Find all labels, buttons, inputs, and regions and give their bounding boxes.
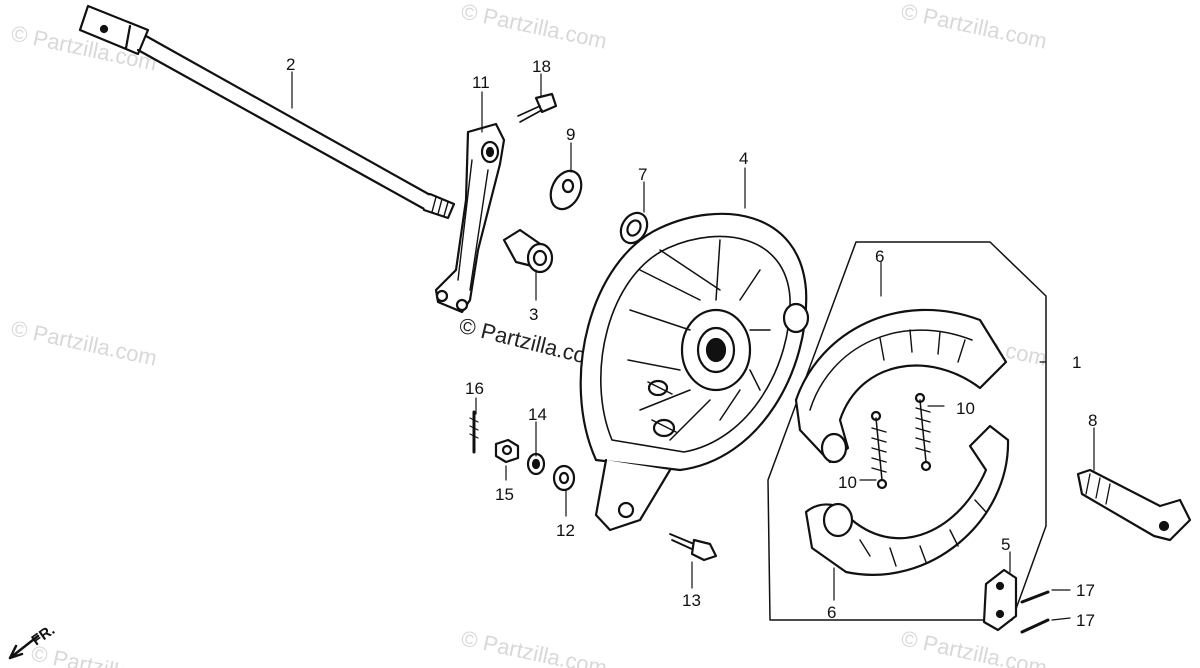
- collar-3-part[interactable]: [502, 228, 554, 274]
- brake-shoe-upper-part[interactable]: [794, 308, 1008, 464]
- callout-3: 3: [529, 305, 538, 324]
- callout-7: 7: [638, 165, 647, 184]
- pin-16-part[interactable]: [469, 410, 479, 454]
- callout-8: 8: [1088, 411, 1097, 430]
- callout-5: 5: [1001, 535, 1010, 554]
- callout-1: 1: [1072, 353, 1081, 372]
- plate-5-part[interactable]: [982, 568, 1018, 632]
- callout-15: 15: [495, 485, 514, 504]
- washer-14-part[interactable]: [526, 452, 546, 476]
- watermark-3: © Partzilla.com: [899, 0, 1049, 54]
- spring-10-upper-part[interactable]: [914, 392, 932, 472]
- callout-16: 16: [465, 379, 484, 398]
- nut-15-part[interactable]: [494, 438, 520, 464]
- watermark-4: © Partzilla.com: [9, 315, 159, 370]
- watermark-2: © Partzilla.com: [459, 0, 609, 54]
- callout-17-lower: 17: [1076, 611, 1095, 630]
- brake-rod-part[interactable]: [78, 4, 456, 220]
- pin-17-lower-part[interactable]: [1020, 618, 1050, 634]
- shoe-assembly-outline: [767, 241, 1047, 621]
- callout-13: 13: [682, 591, 701, 610]
- brake-cam-8-part[interactable]: [1076, 468, 1192, 542]
- seal-7-part[interactable]: [616, 208, 653, 248]
- callout-4: 4: [739, 149, 748, 168]
- callout-17-upper: 17: [1076, 581, 1095, 600]
- watermark-6: © Partzilla.com: [459, 625, 609, 668]
- callout-10-upper: 10: [956, 399, 975, 418]
- callout-12: 12: [556, 521, 575, 540]
- callout-9: 9: [566, 125, 575, 144]
- bolt-13-part[interactable]: [669, 533, 718, 562]
- watermark-8: © Partzilla.com: [29, 640, 179, 668]
- front-direction-arrow-icon: [8, 634, 40, 660]
- leader-lines: [291, 71, 1095, 621]
- callout-2: 2: [286, 55, 295, 74]
- brake-panel-part[interactable]: [579, 212, 810, 532]
- callout-14: 14: [528, 405, 547, 424]
- callout-18: 18: [532, 57, 551, 76]
- bolt-18-part[interactable]: [517, 92, 558, 123]
- brake-shoe-lower-part[interactable]: [804, 424, 1010, 576]
- callout-11: 11: [472, 73, 490, 92]
- spring-10-lower-part[interactable]: [870, 410, 888, 490]
- pin-17-upper-part[interactable]: [1020, 590, 1050, 604]
- watermark-7: © Partzilla.com: [899, 625, 1049, 668]
- washer-9-part[interactable]: [545, 166, 587, 214]
- callout-10-lower: 10: [838, 473, 857, 492]
- callout-6-lower: 6: [827, 603, 836, 622]
- nut-12-part[interactable]: [552, 464, 576, 492]
- brake-arm-part[interactable]: [434, 122, 506, 314]
- callout-6-upper: 6: [875, 247, 884, 266]
